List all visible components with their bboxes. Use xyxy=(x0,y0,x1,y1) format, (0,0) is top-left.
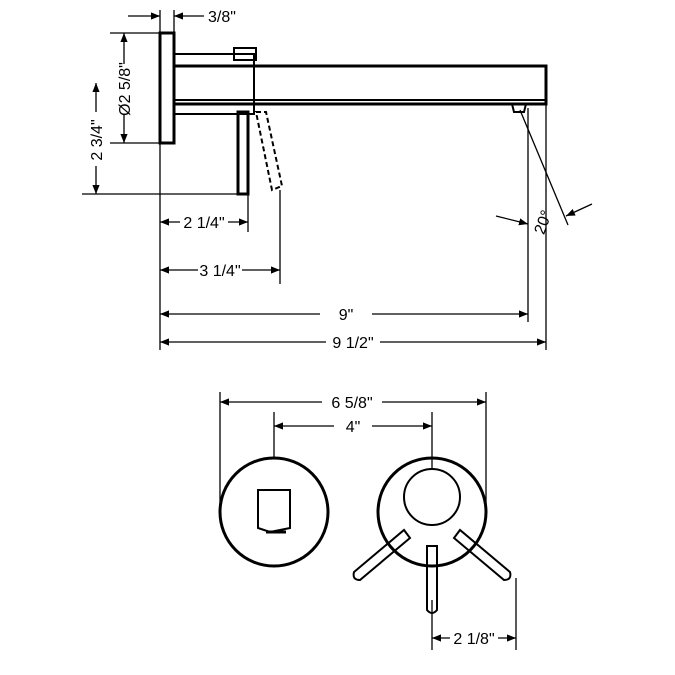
side-view: 3/8" Ø2 5/8" 2 3/4" 2 1/4" 3 1/4" 9" 9 1… xyxy=(82,9,593,352)
wall-plate xyxy=(158,31,176,145)
handle-plate xyxy=(376,456,488,568)
dim-plate-diameter: Ø2 5/8" xyxy=(117,62,134,116)
handle-lever-left xyxy=(352,528,412,582)
spout-outlet xyxy=(510,103,528,113)
spout-plate xyxy=(218,456,330,568)
dim-lever-offset: 2 1/8" xyxy=(453,631,494,648)
dim-handle-height: 2 3/4" xyxy=(89,119,106,160)
handle-lever xyxy=(236,110,250,196)
handle-hub xyxy=(403,468,461,526)
dim-overall-width: 6 5/8" xyxy=(331,395,372,412)
handle-lever-rotated xyxy=(254,111,284,192)
dim-total-reach: 9 1/2" xyxy=(332,335,373,352)
handle-collar xyxy=(233,47,257,61)
spout-outlet-front xyxy=(257,489,291,534)
front-view: 6 5/8" 4" 2 1/8" xyxy=(218,392,517,650)
handle-lever-right xyxy=(452,528,512,582)
spout xyxy=(172,64,548,106)
dim-handle-offset-2: 3 1/4" xyxy=(199,263,240,280)
dim-spout-reach: 9" xyxy=(339,307,354,324)
dim-plate-thickness: 3/8" xyxy=(208,9,236,26)
dim-center-distance: 4" xyxy=(346,419,361,436)
dim-handle-offset-1: 2 1/4" xyxy=(183,215,224,232)
dim-angle: 20° xyxy=(532,208,556,237)
